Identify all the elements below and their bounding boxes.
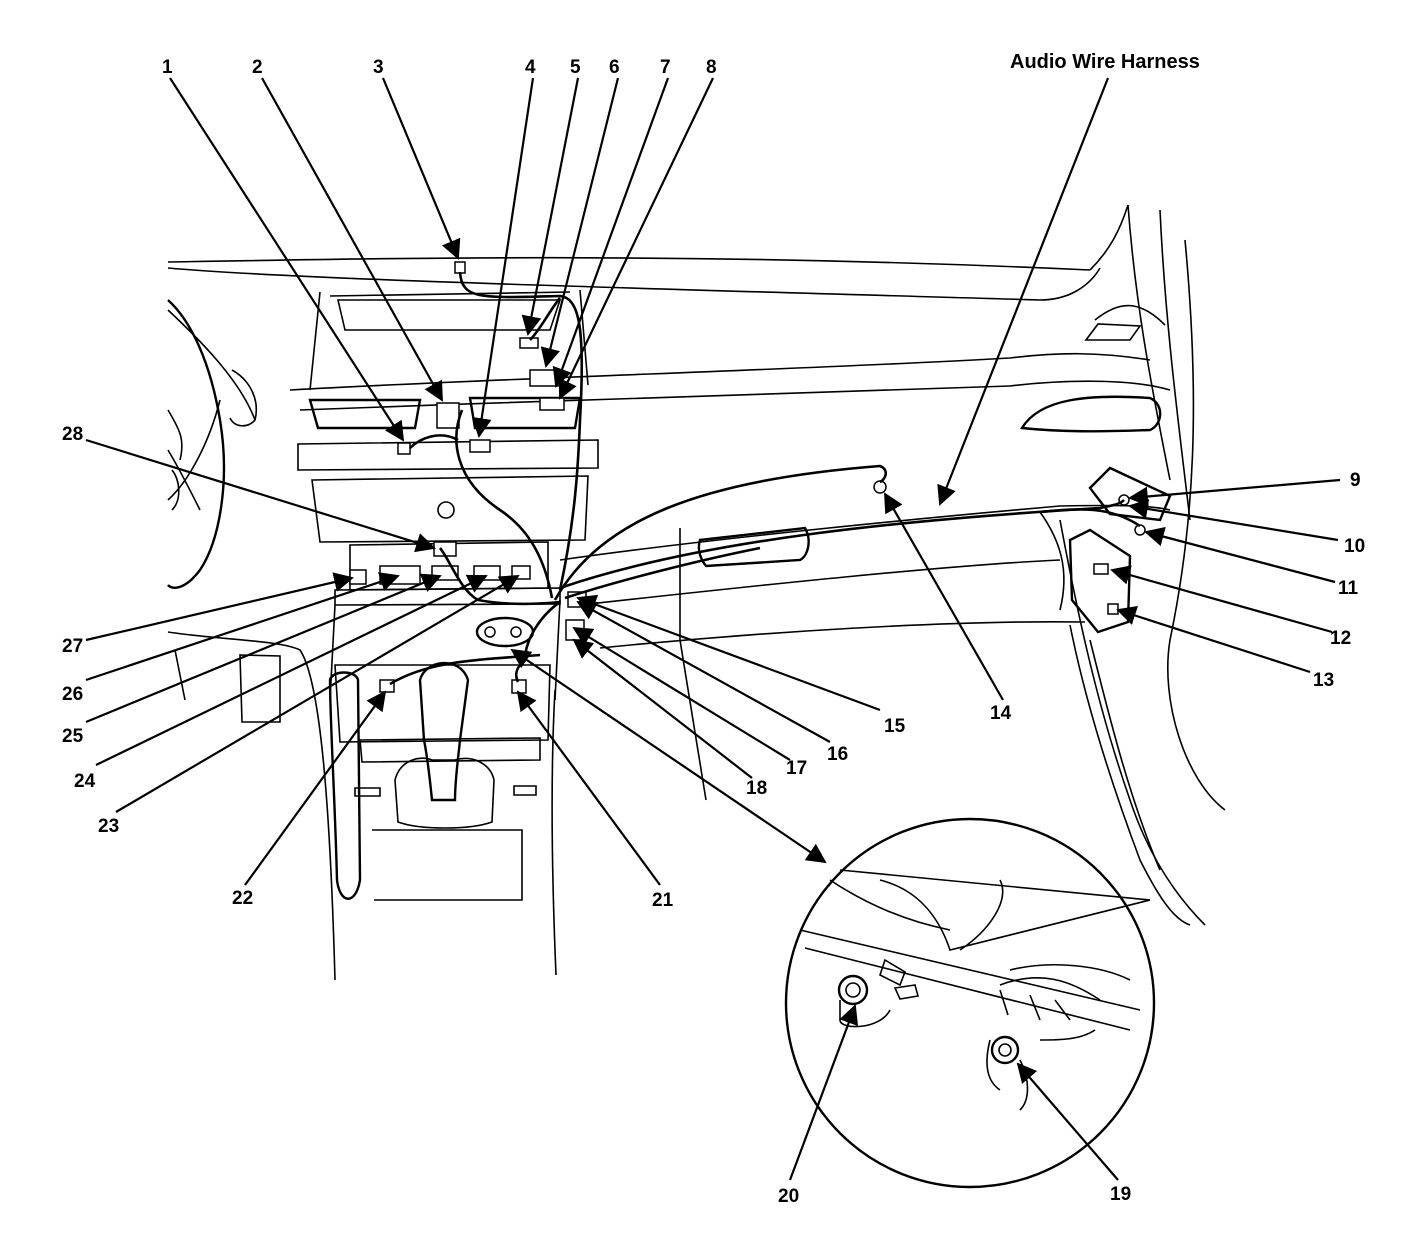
callout-4: 4 — [525, 57, 536, 78]
callout-16: 16 — [827, 744, 848, 765]
callout-18: 18 — [746, 778, 767, 799]
callout-numbers: 1 2 3 4 5 6 7 8 9 10 11 12 13 14 15 16 1… — [62, 57, 1365, 1207]
callout-19: 19 — [1110, 1184, 1131, 1205]
callout-26: 26 — [62, 684, 83, 705]
callout-1: 1 — [162, 57, 173, 78]
callout-27: 27 — [62, 636, 83, 657]
dashboard-illustration — [167, 204, 1226, 981]
callout-20: 20 — [778, 1186, 799, 1207]
callout-3: 3 — [373, 57, 384, 78]
callout-21: 21 — [652, 890, 674, 911]
callout-8: 8 — [706, 57, 717, 78]
callout-24: 24 — [74, 771, 96, 792]
callout-10: 10 — [1344, 536, 1365, 557]
leader-lines — [85, 77, 1341, 1181]
callout-7: 7 — [660, 57, 671, 78]
callout-13: 13 — [1313, 670, 1334, 691]
callout-25: 25 — [62, 726, 84, 747]
detail-inset — [784, 817, 1156, 1189]
callout-11: 11 — [1338, 578, 1359, 599]
callout-6: 6 — [609, 57, 620, 78]
callout-17: 17 — [786, 758, 807, 779]
callout-2: 2 — [252, 57, 263, 78]
callout-9: 9 — [1350, 470, 1361, 491]
callout-28: 28 — [62, 424, 83, 445]
callout-22: 22 — [232, 888, 253, 909]
audio-wire-harness-label: Audio Wire Harness — [1010, 51, 1200, 73]
callout-14: 14 — [990, 703, 1012, 724]
callout-12: 12 — [1330, 628, 1351, 649]
callout-5: 5 — [570, 57, 581, 78]
callout-15: 15 — [884, 716, 906, 737]
callout-23: 23 — [98, 816, 119, 837]
